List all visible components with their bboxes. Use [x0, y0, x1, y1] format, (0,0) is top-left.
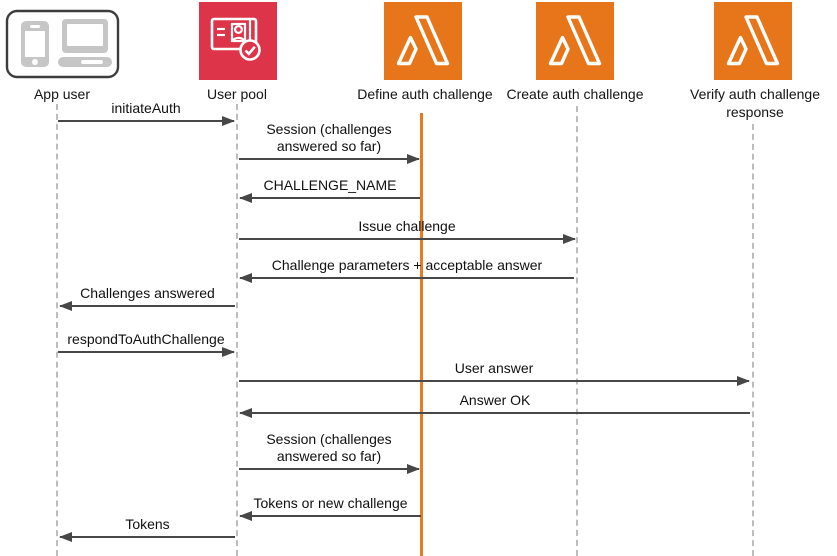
- message-respondtoauthchallenge: respondToAuthChallenge: [58, 331, 235, 357]
- lambda-icon: [384, 2, 462, 80]
- message-label: Tokens or new challenge: [253, 495, 408, 511]
- message-arrow: [239, 408, 750, 418]
- lambda-icon: [714, 2, 792, 80]
- message-arrow: [58, 347, 235, 357]
- message-challenge-parameters: Challenge parameters + acceptable answer: [239, 257, 574, 283]
- arrowhead-right-icon: [737, 376, 750, 386]
- message-arrow: [239, 154, 420, 164]
- message-arrow: [239, 511, 421, 521]
- lifeline-define-auth-challenge: [420, 113, 423, 556]
- arrowhead-right-icon: [563, 234, 576, 244]
- actor-label-user-pool: User pool: [207, 86, 267, 102]
- arrowhead-right-icon: [407, 154, 420, 164]
- lifeline-app-user: [56, 104, 58, 556]
- message-label: Tokens: [125, 516, 170, 532]
- message-arrow: [239, 273, 574, 283]
- actor-label-create-auth-challenge: Create auth challenge: [506, 86, 644, 102]
- arrowhead-left-icon: [239, 193, 252, 203]
- message-arrow: [239, 376, 750, 386]
- lambda-icon: [536, 2, 614, 80]
- lifeline-user-pool: [236, 104, 238, 556]
- message-label: CHALLENGE_NAME: [263, 177, 397, 193]
- message-answer-ok: Answer OK: [239, 392, 750, 418]
- arrowhead-right-icon: [407, 464, 420, 474]
- message-challenge-name: CHALLENGE_NAME: [239, 177, 420, 203]
- message-arrow: [239, 193, 420, 203]
- message-issue-challenge: Issue challenge: [239, 218, 576, 244]
- message-label: Issue challenge: [358, 218, 456, 234]
- actor-label-define-auth-challenge: Define auth challenge: [357, 86, 493, 102]
- message-arrow: [59, 301, 235, 311]
- message-label: Answer OK: [459, 392, 531, 408]
- arrowhead-left-icon: [59, 301, 72, 311]
- arrowhead-left-icon: [59, 532, 72, 542]
- message-label: initiateAuth: [111, 100, 181, 116]
- message-arrow: [59, 532, 235, 542]
- lifeline-create-auth-challenge: [576, 106, 578, 556]
- arrowhead-left-icon: [239, 511, 252, 521]
- message-tokens: Tokens: [59, 516, 235, 542]
- message-label: User answer: [454, 360, 534, 376]
- message-session-1: Session (challenges answered so far): [239, 121, 420, 164]
- actor-label-verify-auth-challenge: Verify auth challenge response: [690, 86, 820, 120]
- cognito-user-pool-icon: [199, 2, 277, 80]
- message-initiateauth: initiateAuth: [58, 100, 235, 126]
- devices-icon: [5, 9, 120, 79]
- arrowhead-right-icon: [222, 116, 235, 126]
- message-label: Challenges answered: [80, 285, 215, 301]
- message-session-2: Session (challenges answered so far): [239, 431, 420, 474]
- message-label: Session (challenges answered so far): [266, 431, 392, 464]
- actor-label-app-user: App user: [33, 86, 91, 102]
- message-user-answer: User answer: [239, 360, 750, 386]
- message-arrow: [58, 116, 235, 126]
- message-arrow: [239, 234, 576, 244]
- message-label: respondToAuthChallenge: [67, 331, 225, 347]
- message-arrow: [239, 464, 420, 474]
- arrowhead-left-icon: [239, 408, 252, 418]
- message-label: Challenge parameters + acceptable answer: [271, 257, 543, 273]
- message-label: Session (challenges answered so far): [266, 121, 392, 154]
- lifeline-verify-auth-challenge: [752, 124, 754, 556]
- message-tokens-or-new-challenge: Tokens or new challenge: [239, 495, 421, 521]
- message-challenges-answered: Challenges answered: [59, 285, 235, 311]
- arrowhead-left-icon: [239, 273, 252, 283]
- arrowhead-right-icon: [222, 347, 235, 357]
